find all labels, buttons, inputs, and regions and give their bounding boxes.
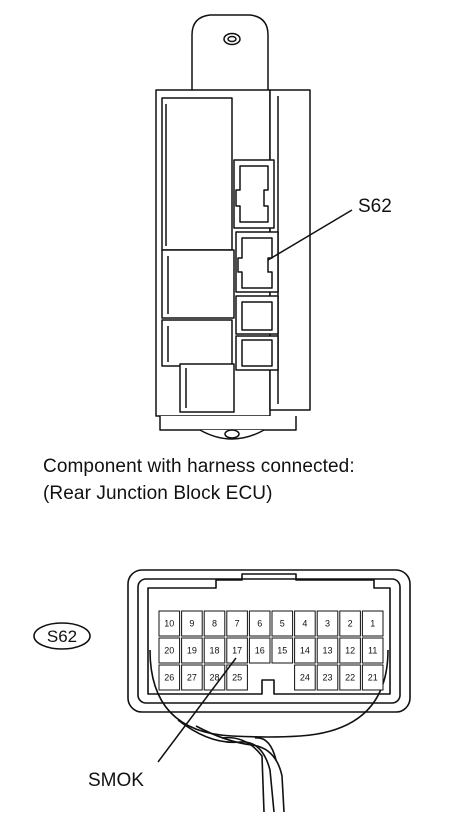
pin-cell-1: [361, 610, 384, 637]
pin-label-25: 25: [232, 673, 242, 683]
ecu-body: [155, 14, 311, 440]
pin-label-24: 24: [300, 673, 310, 683]
pin-label-13: 13: [322, 646, 332, 656]
pin-label-14: 14: [300, 646, 310, 656]
pin-label-2: 2: [348, 619, 353, 629]
s62-badge-oval: [33, 622, 91, 650]
pin-cell-7: [226, 610, 248, 637]
pin-cell-21: [361, 664, 384, 691]
pin-label-4: 4: [302, 619, 307, 629]
pin-cell-13: [316, 637, 339, 664]
pin-label-28: 28: [209, 673, 219, 683]
pin-cell-23: [316, 664, 339, 691]
pin-label-23: 23: [322, 673, 332, 683]
s62-badge-label: S62: [47, 627, 77, 646]
pin-label-5: 5: [280, 619, 285, 629]
pin-label-20: 20: [164, 646, 174, 656]
pin-label-11: 11: [368, 646, 377, 656]
caption-line-2: (Rear Junction Block ECU): [43, 483, 273, 504]
leader-line-s62: [267, 209, 353, 261]
pin-label-9: 9: [189, 619, 194, 629]
pin-cell-20: [158, 637, 181, 664]
pin-label-6: 6: [257, 619, 262, 629]
pin-cell-25: [226, 664, 248, 691]
pin-cell-19: [181, 637, 203, 664]
leader-line-smok: [157, 657, 237, 763]
pin-label-10: 10: [164, 619, 174, 629]
pin-label-19: 19: [187, 646, 197, 656]
pin-cell-6: [248, 610, 271, 637]
caption-line-1: Component with harness connected:: [43, 456, 355, 477]
pin-label-27: 27: [187, 673, 197, 683]
pin-cell-16: [248, 637, 271, 664]
pin-cell-14: [294, 637, 316, 664]
pin-cell-17: [226, 637, 248, 664]
pin-cell-22: [339, 664, 361, 691]
pin-cell-8: [203, 610, 226, 637]
pin-cell-11: [361, 637, 384, 664]
connector-housing: [127, 569, 411, 813]
pin-cell-24: [294, 664, 316, 691]
pin-cell-2: [339, 610, 361, 637]
pin-cell-9: [181, 610, 203, 637]
pin-cell-18: [203, 637, 226, 664]
pin-cell-12: [339, 637, 361, 664]
pin-label-17: 17: [232, 646, 242, 656]
pin-label-26: 26: [164, 673, 174, 683]
pin-label-1: 1: [370, 619, 375, 629]
pin-cell-26: [158, 664, 181, 691]
pin-cell-15: [271, 637, 294, 664]
pin-cell-28: [203, 664, 226, 691]
pin-label-7: 7: [235, 619, 240, 629]
pin-label-8: 8: [212, 619, 217, 629]
pin-label-21: 21: [368, 673, 378, 683]
pin-cell-3: [316, 610, 339, 637]
pin-label-12: 12: [345, 646, 355, 656]
pin-label-3: 3: [325, 619, 330, 629]
pin-cell-10: [158, 610, 181, 637]
pin-label-15: 15: [277, 646, 287, 656]
pin-label-22: 22: [345, 673, 355, 683]
pin-cell-27: [181, 664, 203, 691]
pin-cell-4: [294, 610, 316, 637]
pin-label-18: 18: [209, 646, 219, 656]
callout-smok: SMOK: [88, 770, 144, 791]
callout-s62: S62: [358, 196, 392, 217]
pin-label-16: 16: [255, 646, 265, 656]
pin-cell-5: [271, 610, 294, 637]
